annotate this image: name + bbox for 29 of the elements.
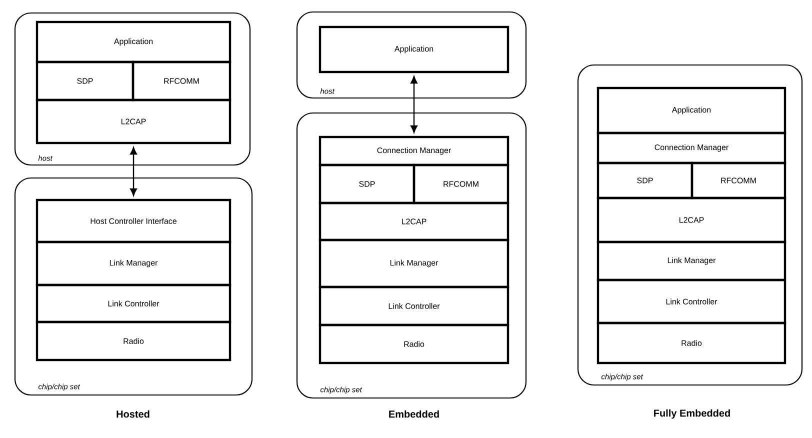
arrow <box>410 76 418 133</box>
layer-box: Connection Manager <box>318 136 510 166</box>
layer-box: L2CAP <box>318 202 510 242</box>
layer-box: L2CAP <box>596 196 786 244</box>
layer-box: Radio <box>596 322 786 364</box>
layer-box: SDP <box>36 60 134 102</box>
layer-box: Link Controller <box>36 284 232 324</box>
layer-box: SDP <box>596 162 694 200</box>
layer-box: Link Manager <box>318 238 510 288</box>
layer-box: Link Manager <box>596 240 786 282</box>
layer-box: Host Controller Interface <box>36 198 232 244</box>
layer-box: Radio <box>36 320 232 362</box>
layer-box: Application <box>318 26 510 74</box>
arrow <box>130 147 137 196</box>
layer-box: SDP <box>318 164 416 204</box>
layer-box: Application <box>36 20 232 64</box>
caption: Embedded <box>389 410 439 418</box>
caption: Fully Embedded <box>654 409 730 419</box>
layer-box: RFCOMM <box>412 164 510 204</box>
layer-box: RFCOMM <box>132 60 232 102</box>
layer-box: Radio <box>318 324 510 364</box>
caption: Hosted <box>116 410 150 418</box>
layer-box: L2CAP <box>36 98 232 144</box>
layer-box: Link Manager <box>36 240 232 286</box>
layer-box: RFCOMM <box>690 162 786 200</box>
layer-box: Connection Manager <box>596 132 786 164</box>
layer-box: Application <box>596 86 786 134</box>
layer-box: Link Controller <box>596 278 786 324</box>
layer-box: Link Controller <box>318 286 510 326</box>
